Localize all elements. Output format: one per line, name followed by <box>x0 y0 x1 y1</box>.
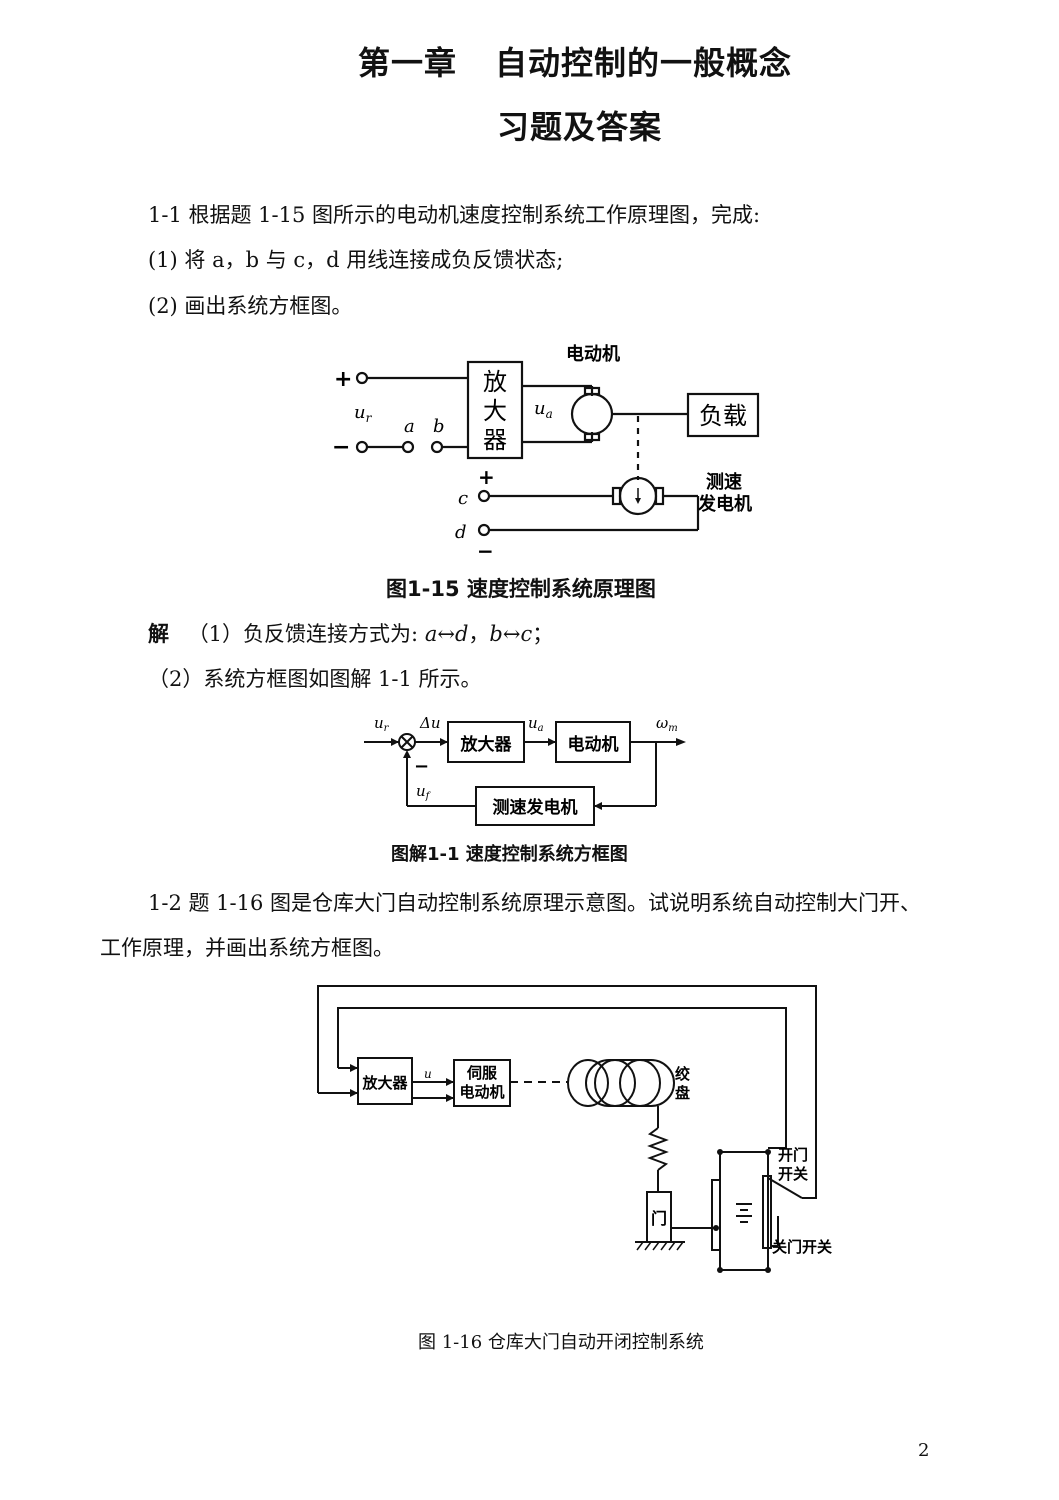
plus-sign-top: + <box>334 367 352 392</box>
drum-label-1: 绞 <box>675 1065 690 1083</box>
d-terminal-label: d <box>455 522 467 543</box>
servo-motor-label-1: 伺服 <box>466 1064 498 1082</box>
u-signal-label: u <box>424 1067 432 1081</box>
amplifier-char-2: 大 <box>483 397 507 425</box>
problem2-line2: 工作原理，并画出系统方框图。 <box>100 936 394 960</box>
minus-sign-d: − <box>477 539 494 563</box>
figure-1-16-caption: 图 1-16 仓库大门自动开闭控制系统 <box>418 1332 704 1353</box>
ua-signal-label: ua <box>528 714 544 734</box>
figure-1-15-caption: 图1-15 速度控制系统原理图 <box>386 577 656 601</box>
page-number: 2 <box>918 1440 930 1461</box>
figure-1-16-diagram: 放大器 u 伺服 电动机 绞 盘 门 开门 开关 关门开关 <box>317 985 832 1273</box>
door-label: 门 <box>651 1209 667 1228</box>
amplifier-char-3: 器 <box>483 426 507 454</box>
minus-sign-bottom: − <box>332 435 350 460</box>
solution1-line2: （2）系统方框图如图解 1-1 所示。 <box>148 667 482 691</box>
solution-mark: 解 <box>148 621 169 646</box>
uf-signal-label: uf <box>416 782 432 802</box>
load-label: 负载 <box>699 402 747 430</box>
motor-label: 电动机 <box>566 343 620 365</box>
tachogen-label-2: 发电机 <box>697 493 752 515</box>
tachogen-label-1: 测速 <box>706 471 742 493</box>
problem1-line2: (1) 将 a，b 与 c，d 用线连接成负反馈状态; <box>148 248 564 272</box>
servo-motor-label-2: 电动机 <box>459 1083 504 1101</box>
chapter-number: 第一章 <box>358 44 458 82</box>
drum-label-2: 盘 <box>675 1084 690 1102</box>
chapter-heading: 第一章自动控制的一般概念 <box>358 38 792 84</box>
block-amplifier: 放大器 <box>460 734 513 755</box>
page-subtitle: 习题及答案 <box>497 108 663 146</box>
block-tachogen: 测速发电机 <box>493 797 578 818</box>
delta-u-label: Δu <box>419 714 441 732</box>
amplifier-char-1: 放 <box>483 368 507 396</box>
chapter-title: 自动控制的一般概念 <box>495 44 793 82</box>
c-terminal-label: c <box>458 488 468 509</box>
plus-sign-c: + <box>478 465 495 489</box>
close-switch-label: 关门开关 <box>772 1238 832 1256</box>
problem1-line1: 1-1 根据题 1-15 图所示的电动机速度控制系统工作原理图，完成: <box>148 203 761 227</box>
open-switch-label-1: 开门 <box>778 1146 808 1164</box>
b-terminal-label: b <box>433 416 445 437</box>
figure-1-15-diagram: + − ur a b 放 大 器 ua 电动机 负载 + c d − 测速 发电… <box>332 343 760 563</box>
ur-signal-label: ur <box>374 714 390 734</box>
open-switch-label-2: 开关 <box>778 1165 808 1183</box>
ua-label: ua <box>534 398 553 421</box>
omega-m-label: ωm <box>656 714 678 734</box>
solution1-line1: 解 （1）负反馈连接方式为: a↔d，b↔c； <box>148 621 554 646</box>
problem1-line3: (2) 画出系统方框图。 <box>148 294 353 318</box>
figure-sol-1-1-block-diagram: 放大器 电动机 测速发电机 ur Δu ua ωm − uf <box>364 714 686 826</box>
amplifier-label: 放大器 <box>361 1074 408 1092</box>
a-terminal-label: a <box>404 416 415 437</box>
feedback-minus-sign: − <box>414 756 429 777</box>
block-motor: 电动机 <box>568 734 619 755</box>
problem2-line1: 1-2 题 1-16 图是仓库大门自动控制系统原理示意图。试说明系统自动控制大门… <box>148 891 922 915</box>
figure-sol-1-1-caption: 图解1-1 速度控制系统方框图 <box>391 844 628 865</box>
ur-label: ur <box>354 402 373 425</box>
